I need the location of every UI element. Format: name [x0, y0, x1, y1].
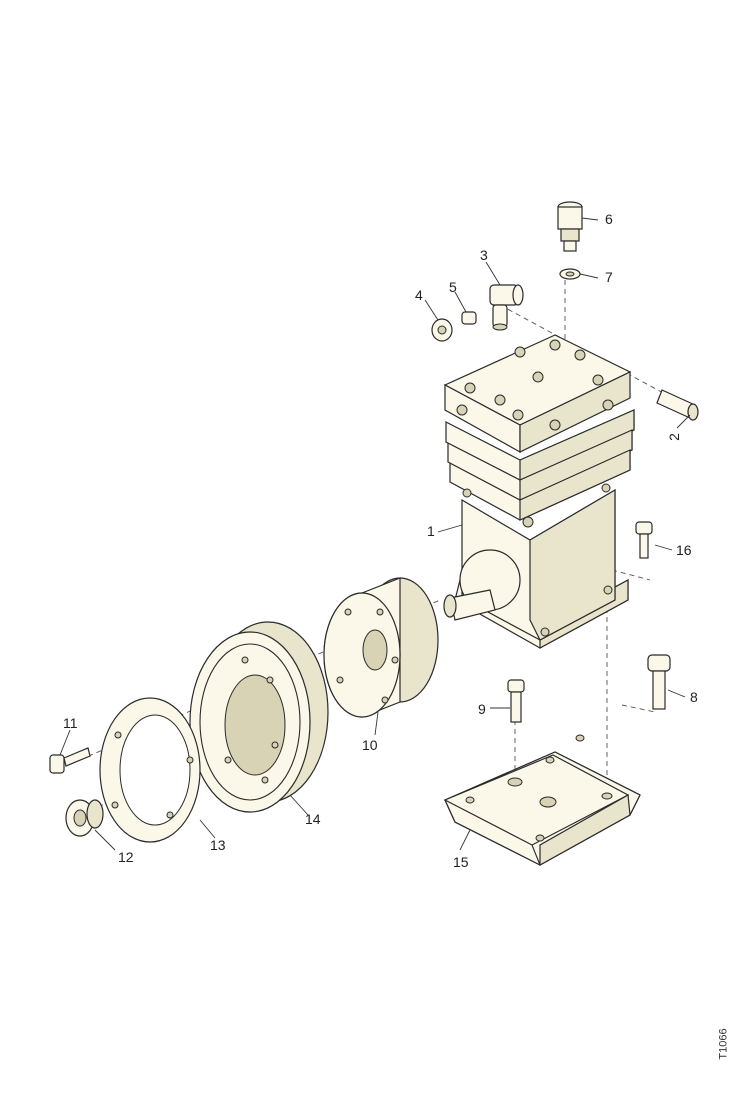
union-part-6 [557, 201, 583, 252]
fitting-part-5 [461, 311, 477, 325]
reference-code: T1066 [717, 1028, 730, 1060]
label-part-13: 13 [210, 837, 226, 853]
nut-part-4 [431, 318, 453, 342]
label-part-14: 14 [305, 811, 321, 827]
tee-fitting-part-3 [489, 284, 524, 331]
label-part-7: 7 [605, 269, 613, 285]
base-plate-part-15 [443, 734, 641, 867]
label-part-1: 1 [427, 523, 435, 539]
nut-part-12 [65, 799, 104, 837]
label-part-11: 11 [63, 715, 78, 731]
label-part-6: 6 [605, 211, 613, 227]
compressor-body-part-1 [443, 334, 635, 650]
bolt-part-11 [49, 747, 91, 774]
gasket-part-13 [99, 697, 201, 843]
label-part-8: 8 [690, 689, 698, 705]
washer-part-7 [559, 268, 581, 280]
pulley-part-14 [189, 621, 329, 813]
connector-part-2 [656, 389, 699, 421]
label-part-2: 2 [665, 433, 682, 441]
stud-part-9 [507, 679, 525, 723]
label-part-12: 12 [118, 849, 134, 865]
bolt-part-8 [647, 654, 671, 710]
flange-part-10 [323, 577, 439, 718]
label-part-4: 4 [415, 287, 423, 303]
bolt-part-16 [635, 521, 653, 559]
label-part-5: 5 [449, 279, 457, 295]
label-part-10: 10 [362, 737, 378, 753]
label-part-9: 9 [478, 701, 486, 717]
label-part-16: 16 [676, 542, 692, 558]
leader-lines [59, 217, 691, 851]
label-part-15: 15 [453, 854, 469, 870]
label-part-3: 3 [480, 247, 488, 263]
